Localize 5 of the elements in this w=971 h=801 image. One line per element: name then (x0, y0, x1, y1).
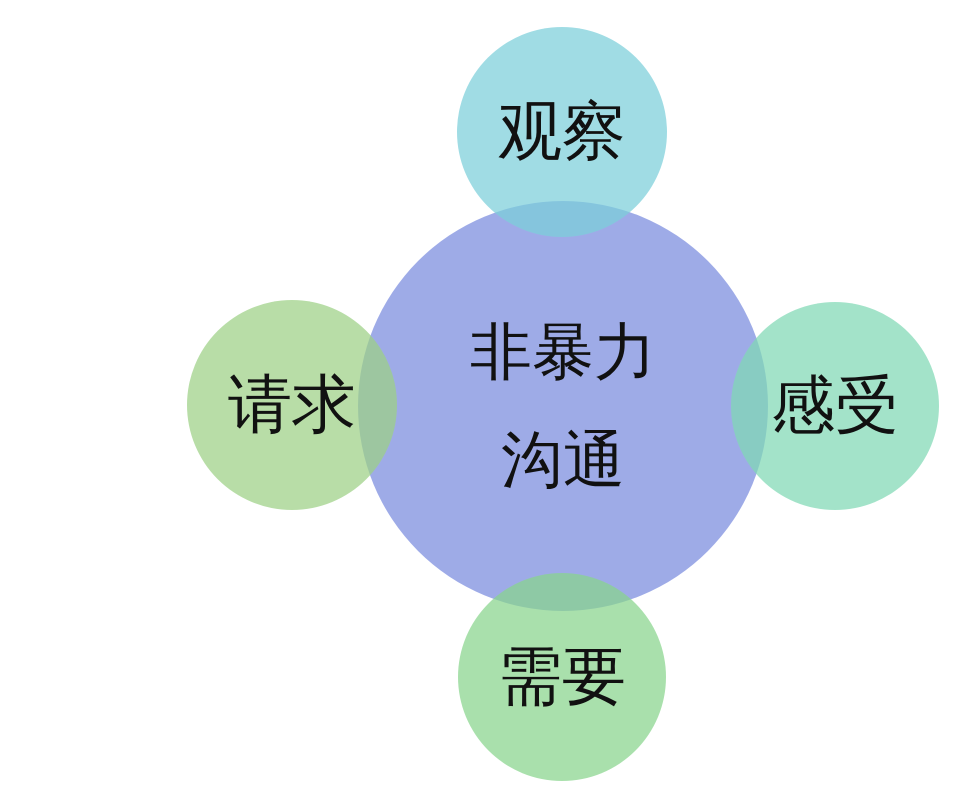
concept-label: 感受 (771, 368, 899, 444)
concept-label: 请求 (228, 366, 356, 444)
concept-label: 需要 (498, 638, 626, 716)
concept-label: 非暴力沟通 (469, 314, 658, 498)
concept-label: 观察 (498, 94, 626, 170)
